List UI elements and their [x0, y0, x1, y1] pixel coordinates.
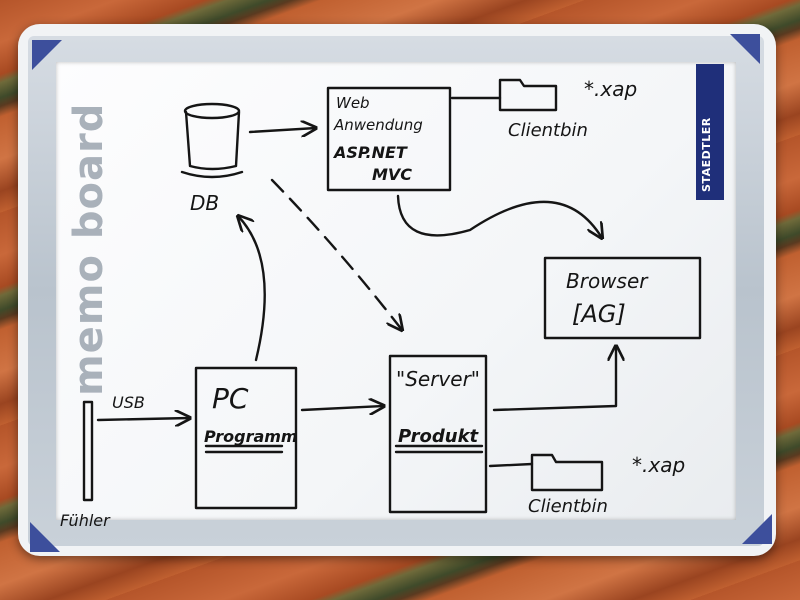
writing-surface: [56, 62, 736, 520]
web-app-line-2: Anwendung: [333, 116, 423, 134]
clientbin-top-label: Clientbin: [508, 120, 588, 141]
web-app-line-4: MVC: [372, 165, 412, 184]
arrow-usb-to-pc: [96, 418, 190, 420]
database-icon: [180, 102, 244, 179]
arrow-pc-to-server: [300, 406, 384, 410]
line-server-to-folder: [488, 462, 534, 468]
browser-box: [543, 256, 702, 340]
xap-bottom-label: *.xap: [632, 453, 685, 477]
server-box: [388, 354, 488, 514]
clientbin-bottom-label: Clientbin: [528, 496, 608, 517]
xap-top-label: *.xap: [584, 77, 637, 101]
server-line-1: "Server": [396, 367, 480, 391]
web-app-line-3: ASP.NET: [332, 143, 408, 162]
server-line-2: Produkt: [398, 426, 480, 447]
browser-line-1: Browser: [566, 269, 649, 293]
pc-line-2: Programm: [204, 427, 298, 446]
folder-icon-bottom: [530, 453, 604, 492]
folder-icon-top: [498, 78, 558, 112]
arrow-server-to-browser: [492, 346, 616, 412]
usb-label: USB: [112, 393, 145, 412]
arrow-db-to-web: [248, 128, 316, 132]
browser-line-2: [AG]: [572, 300, 626, 328]
staedtler-logo: STAEDTLER: [696, 64, 724, 200]
sensor-label: Fühler: [60, 511, 111, 530]
arrow-db-to-server: [270, 178, 402, 330]
web-app-line-1: Web: [336, 94, 370, 112]
pc-box: [194, 366, 298, 510]
arrow-web-to-browser: [396, 194, 602, 238]
db-label: DB: [190, 191, 219, 215]
arrow-pc-to-db: [238, 216, 266, 362]
web-app-box: [326, 86, 452, 192]
pc-line-1: PC: [212, 382, 249, 415]
sensor-icon: [82, 400, 94, 502]
